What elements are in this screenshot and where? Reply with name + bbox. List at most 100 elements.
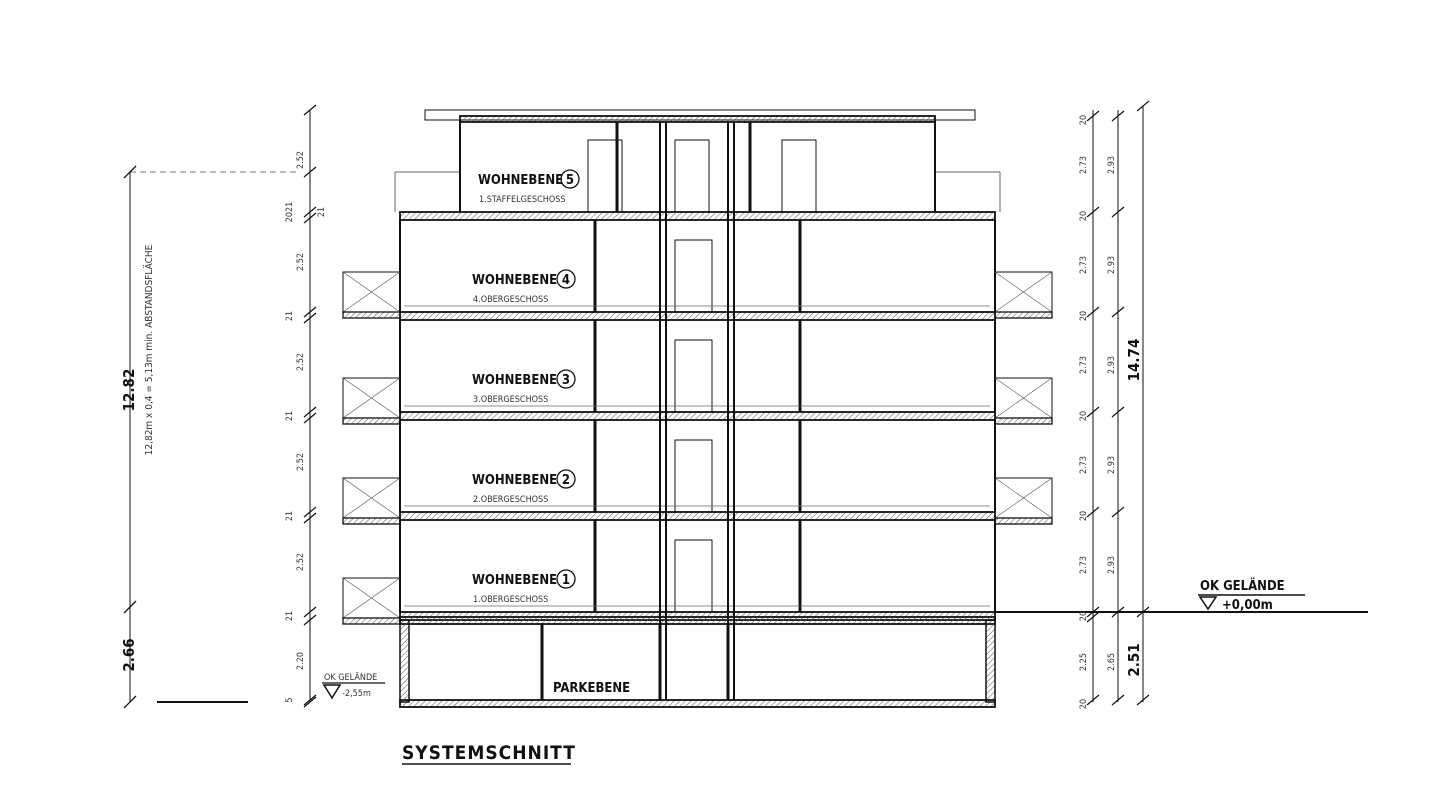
dimension-tick: [303, 166, 317, 178]
level-2-label: WOHNEBENE 2 2.OBERGESCHOSS: [472, 469, 576, 505]
dimension-tick: [303, 606, 317, 618]
dimension-tick: [123, 695, 137, 709]
dimension-text: 2.73: [1079, 156, 1089, 174]
balcony-cross: [342, 377, 401, 419]
dimension-tick: [1086, 694, 1100, 706]
roof-slab: [459, 115, 936, 123]
ground-level-right: OK GELÄNDE +0,00m: [1198, 578, 1305, 613]
dimension-text: 20: [1079, 611, 1089, 621]
balcony-slab: [994, 417, 1053, 425]
dimension-text: 2.73: [1079, 256, 1089, 274]
dimension-text: 2.52: [296, 453, 306, 471]
level-1-label: WOHNEBENE 1 1.OBERGESCHOSS: [472, 569, 576, 605]
dimension-text: 20: [1079, 211, 1089, 221]
level-marker-icon: [1198, 596, 1218, 611]
level-number-circle: [556, 469, 576, 489]
dimension-text: 2021: [285, 202, 295, 223]
basement-wall-left: [399, 619, 410, 703]
height-dimension: 12.82: [120, 369, 138, 412]
dimension-tick: [303, 694, 317, 706]
level-number: 1: [562, 573, 570, 588]
level-5-label: WOHNEBENE 5 1.STAFFELGESCHOSS: [478, 169, 580, 205]
dimension-tick: [303, 104, 317, 116]
balcony-cross: [342, 577, 401, 619]
level-subtitle: 3.OBERGESCHOSS: [473, 395, 548, 405]
balcony-cross: [342, 477, 401, 519]
dimension-tick: [1111, 110, 1125, 122]
dimension-tick: [1086, 206, 1100, 218]
level-name: WOHNEBENE: [472, 373, 557, 388]
balcony-cross: [994, 377, 1053, 419]
door: [781, 139, 817, 213]
basement-floor: [399, 699, 996, 708]
dimension-tick: [1136, 694, 1150, 706]
dimension-text: 2.52: [296, 353, 306, 371]
dimension-tick: [123, 600, 137, 614]
level-name: WOHNEBENE: [472, 273, 557, 288]
level-marker-icon: [322, 684, 342, 700]
dimension-tick: [1111, 606, 1125, 618]
lower-dimension: 2.66: [120, 638, 138, 671]
ground-slab: [399, 616, 996, 625]
dimension-tick: [1086, 506, 1100, 518]
basement-dimension: 2.51: [1125, 643, 1143, 676]
drawing-title: SYSTEMSCHNITT: [402, 742, 576, 764]
dimension-tick: [123, 165, 137, 179]
door: [674, 539, 713, 613]
dimension-text: 21: [285, 311, 295, 321]
balcony-slab: [342, 517, 401, 525]
level-4-label: WOHNEBENE 4 4.OBERGESCHOSS: [472, 269, 576, 305]
total-height-dimension: 14.74: [1125, 339, 1143, 382]
dimension-tick: [1111, 406, 1125, 418]
dimension-text: 20: [1079, 699, 1089, 709]
dimension-text: 2.52: [296, 253, 306, 271]
level-number: 2: [562, 473, 570, 488]
level-number-circle: [556, 369, 576, 389]
floor-slab: [399, 211, 996, 221]
parking-label: PARKEBENE: [553, 681, 630, 696]
building-geometry: [123, 100, 1368, 709]
dimension-text: 2.93: [1107, 456, 1117, 474]
dimension-text: 2.73: [1079, 556, 1089, 574]
dimension-tick: [303, 312, 317, 324]
level-number: 3: [562, 373, 570, 388]
dimension-text: 2.93: [1107, 556, 1117, 574]
dimension-text: 2.93: [1107, 156, 1117, 174]
level-name: WOHNEBENE: [478, 173, 563, 188]
floor-slab: [399, 511, 996, 521]
dimension-text: 20: [1079, 115, 1089, 125]
dimension-text: 20: [1079, 511, 1089, 521]
dimension-tick: [1111, 694, 1125, 706]
door: [674, 239, 713, 313]
dimension-text: 2.93: [1107, 356, 1117, 374]
setback-note: 12,82m x 0,4 = 5,13m min. ABSTANDSFLÄCHE: [142, 244, 155, 455]
dimension-tick: [303, 506, 317, 518]
dimension-tick: [303, 412, 317, 424]
door: [674, 339, 713, 413]
dimension-tick: [1111, 206, 1125, 218]
dimension-text: 20: [1079, 411, 1089, 421]
level-number: 5: [566, 173, 574, 188]
dimension-text: 2.52: [296, 553, 306, 571]
floor-slab: [399, 411, 996, 421]
floor-slab: [399, 311, 996, 321]
dimension-tick: [303, 406, 317, 418]
ground-label: OK GELÄNDE: [324, 672, 377, 683]
balcony-cross: [342, 271, 401, 313]
dimension-tick: [1111, 506, 1125, 518]
dimension-tick: [303, 512, 317, 524]
dimension-tick: [1086, 306, 1100, 318]
dimension-text: 21: [285, 611, 295, 621]
dimension-tick: [1136, 606, 1150, 618]
dimension-tick: [1086, 110, 1100, 122]
level-subtitle: 1.STAFFELGESCHOSS: [479, 195, 566, 205]
level-name: WOHNEBENE: [472, 573, 557, 588]
ground-value: -2,55m: [342, 689, 371, 699]
level-number: 4: [562, 273, 570, 288]
balcony-slab: [994, 517, 1053, 525]
dimension-tick: [303, 696, 317, 708]
door: [674, 439, 713, 513]
dimension-text: 2.25: [1079, 653, 1089, 671]
